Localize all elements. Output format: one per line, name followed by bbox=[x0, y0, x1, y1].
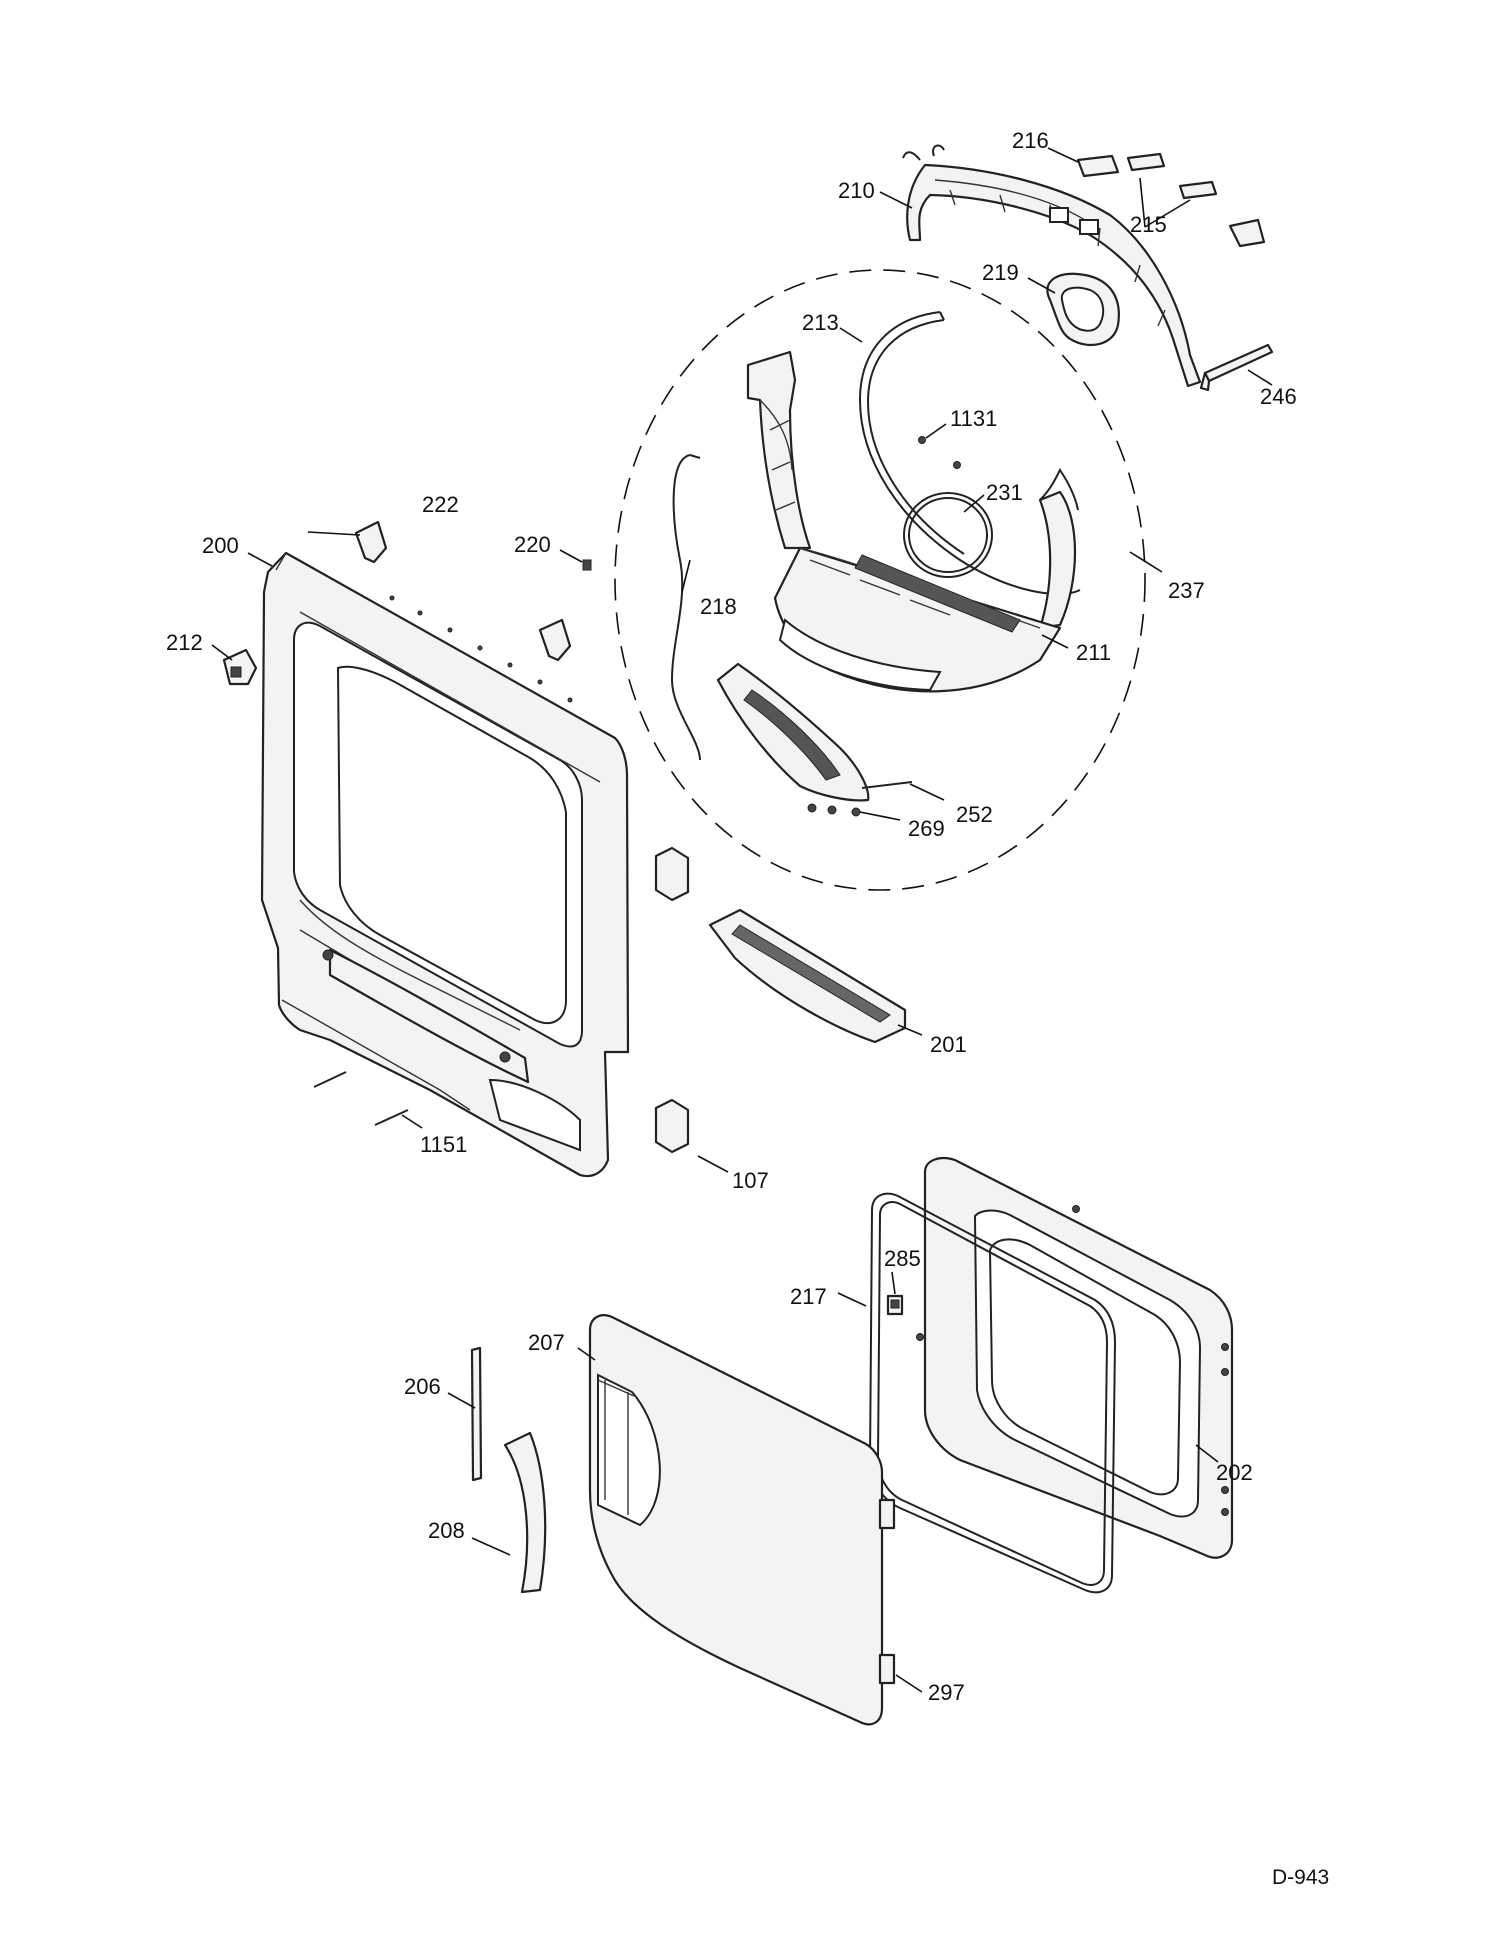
part-213-felt-seal bbox=[858, 311, 1081, 596]
part-211-front-bulkhead bbox=[746, 350, 1079, 693]
label-285: 285 bbox=[884, 1246, 921, 1271]
label-297: 297 bbox=[928, 1680, 965, 1705]
part-231-seal-ring bbox=[903, 492, 993, 578]
label-210: 210 bbox=[838, 178, 875, 203]
part-1131-screws bbox=[918, 436, 961, 469]
label-211: 211 bbox=[1076, 640, 1111, 665]
part-207-door-panel bbox=[588, 1314, 896, 1726]
label-201: 201 bbox=[930, 1032, 967, 1057]
part-200-front-panel bbox=[260, 551, 630, 1178]
part-107-pads bbox=[654, 846, 690, 1154]
label-1151: 1151 bbox=[420, 1132, 467, 1157]
part-212-door-switch bbox=[222, 648, 258, 686]
label-207: 207 bbox=[528, 1330, 565, 1355]
label-222: 222 bbox=[422, 492, 459, 517]
label-220: 220 bbox=[514, 532, 551, 557]
label-215: 215 bbox=[1130, 212, 1167, 237]
part-1151-pins bbox=[313, 1071, 409, 1126]
assembly-boundary-237 bbox=[614, 269, 1146, 891]
document-code: D-943 bbox=[1272, 1866, 1330, 1889]
label-107: 107 bbox=[732, 1168, 769, 1193]
part-206-door-strip bbox=[470, 1346, 483, 1482]
part-217-door-gasket bbox=[868, 1192, 1117, 1594]
label-269: 269 bbox=[908, 816, 945, 841]
part-215-clips bbox=[1126, 152, 1266, 248]
label-200: 200 bbox=[202, 533, 239, 558]
label-216: 216 bbox=[1012, 128, 1049, 153]
part-220-clip bbox=[582, 559, 592, 571]
leader-lines bbox=[211, 147, 1273, 1693]
part-labels: 216 210 215 219 213 246 1131 222 220 231… bbox=[166, 128, 1297, 1705]
part-218-wire bbox=[670, 454, 701, 761]
label-218: 218 bbox=[700, 594, 737, 619]
label-217: 217 bbox=[790, 1284, 827, 1309]
label-246: 246 bbox=[1260, 384, 1297, 409]
part-285-strike bbox=[886, 1294, 904, 1316]
part-222-brackets bbox=[354, 520, 572, 662]
label-1131: 1131 bbox=[950, 406, 997, 431]
part-219-duct-ring bbox=[1046, 272, 1120, 347]
part-216-clip bbox=[1076, 154, 1120, 178]
part-246-bracket bbox=[1199, 343, 1274, 392]
part-202-door-frame bbox=[916, 1156, 1234, 1559]
part-210-top-bracket bbox=[902, 144, 1202, 388]
part-252-lint-duct bbox=[716, 662, 913, 802]
label-213: 213 bbox=[802, 310, 839, 335]
label-202: 202 bbox=[1216, 1460, 1253, 1485]
label-206: 206 bbox=[404, 1374, 441, 1399]
part-201-lint-housing bbox=[708, 908, 907, 1044]
label-252: 252 bbox=[956, 802, 993, 827]
label-231: 231 bbox=[986, 480, 1023, 505]
part-269-screws bbox=[807, 803, 861, 817]
label-208: 208 bbox=[428, 1518, 465, 1543]
part-208-door-handle bbox=[503, 1431, 547, 1594]
label-237: 237 bbox=[1168, 578, 1205, 603]
label-212: 212 bbox=[166, 630, 203, 655]
label-219: 219 bbox=[982, 260, 1019, 285]
